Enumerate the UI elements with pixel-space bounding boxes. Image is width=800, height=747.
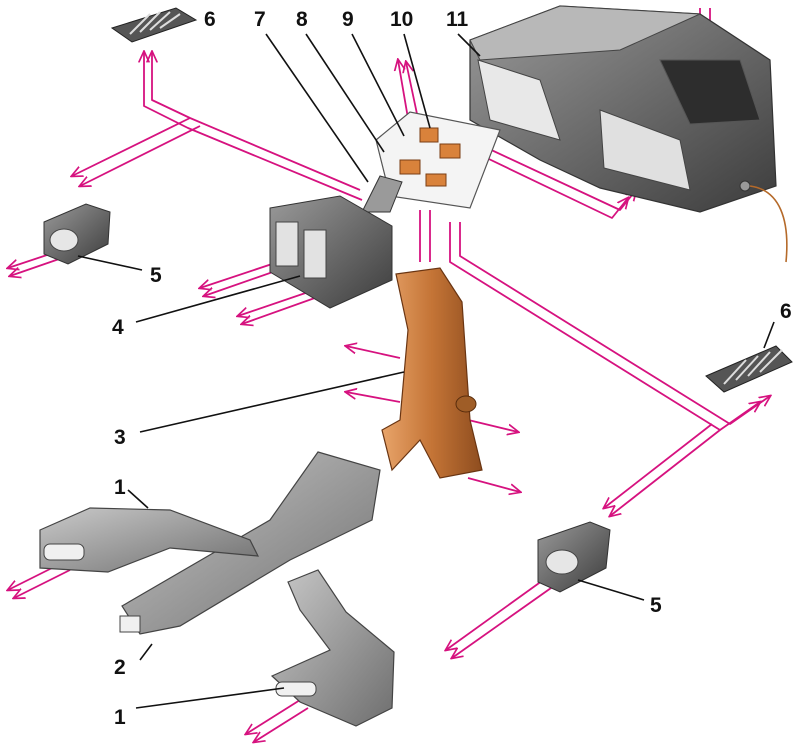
airflow-arrow-duct-right-2 <box>467 477 520 492</box>
airflow-arrow-center-vent-4 <box>242 293 327 324</box>
airflow-arrow-right-branch-inner <box>459 222 770 425</box>
callout-11: 11 <box>446 8 469 31</box>
flap-8 <box>399 159 421 175</box>
airflow-arrow-right-down-inner <box>604 423 713 508</box>
callout-5-left: 5 <box>150 264 162 287</box>
callouts: 6 7 8 9 10 11 5 4 6 3 1 5 2 1 <box>112 8 792 729</box>
airflow-arrow-right-down <box>610 429 721 516</box>
airflow-arrows <box>8 8 770 742</box>
callout-6-top: 6 <box>204 8 216 31</box>
airflow-arrow-duct-left-2 <box>346 392 401 403</box>
vent-6-right <box>705 345 793 393</box>
flap-lever <box>361 175 403 213</box>
leader-lines <box>77 33 775 709</box>
airflow-arrow-heater-right-inner <box>469 149 628 219</box>
floor-duct-1-lower <box>270 569 395 727</box>
callout-1-bottom: 1 <box>114 706 126 729</box>
callout-2: 2 <box>114 656 126 679</box>
callout-10: 10 <box>390 8 413 31</box>
airflow-arrow-duct-left-1 <box>346 346 401 359</box>
heater-sensor <box>739 180 751 192</box>
flap-9 <box>439 143 461 159</box>
callout-9: 9 <box>342 8 354 31</box>
airflow-arrow-heater-right <box>469 139 636 211</box>
airflow-arrow-right-vent-inner <box>452 575 569 658</box>
callout-7: 7 <box>254 8 266 31</box>
heater-wire <box>749 185 788 263</box>
airflow-arrow-floor-bottom-inner <box>254 707 309 742</box>
airflow-arrow-left-long <box>72 117 191 176</box>
heater-intake-opening <box>659 59 761 125</box>
distribution-box <box>361 111 501 213</box>
airflow-arrow-top-vent-inner <box>144 52 363 201</box>
floor-duct-1-upper <box>39 507 260 573</box>
airflow-arrow-left-long-inner <box>80 125 201 186</box>
flap-10 <box>419 127 439 143</box>
callout-4: 4 <box>112 316 124 339</box>
callout-6-right: 6 <box>780 300 792 323</box>
airflow-arrow-right-branch <box>449 222 760 431</box>
airflow-arrow-left-vent-inner <box>10 257 63 276</box>
center-duct <box>381 267 483 479</box>
heater-housing <box>469 5 788 263</box>
callout-8: 8 <box>296 8 308 31</box>
vent-5-left <box>43 203 111 265</box>
floor-duct-network <box>39 451 395 727</box>
callout-3: 3 <box>114 426 126 449</box>
callout-1-top: 1 <box>114 476 126 499</box>
vent-6-top <box>110 7 198 43</box>
heater-outlet-right <box>599 109 691 191</box>
airflow-arrow-top-vent <box>152 52 361 191</box>
callout-5-right: 5 <box>650 594 662 617</box>
airflow-arrow-floor-bottom <box>246 699 301 734</box>
center-vent-block <box>269 195 393 309</box>
flap-7 <box>425 173 447 187</box>
vent-5-right <box>537 521 611 593</box>
airflow-arrow-floor-left-inner <box>14 569 71 598</box>
heater-outlet-left <box>477 59 561 141</box>
